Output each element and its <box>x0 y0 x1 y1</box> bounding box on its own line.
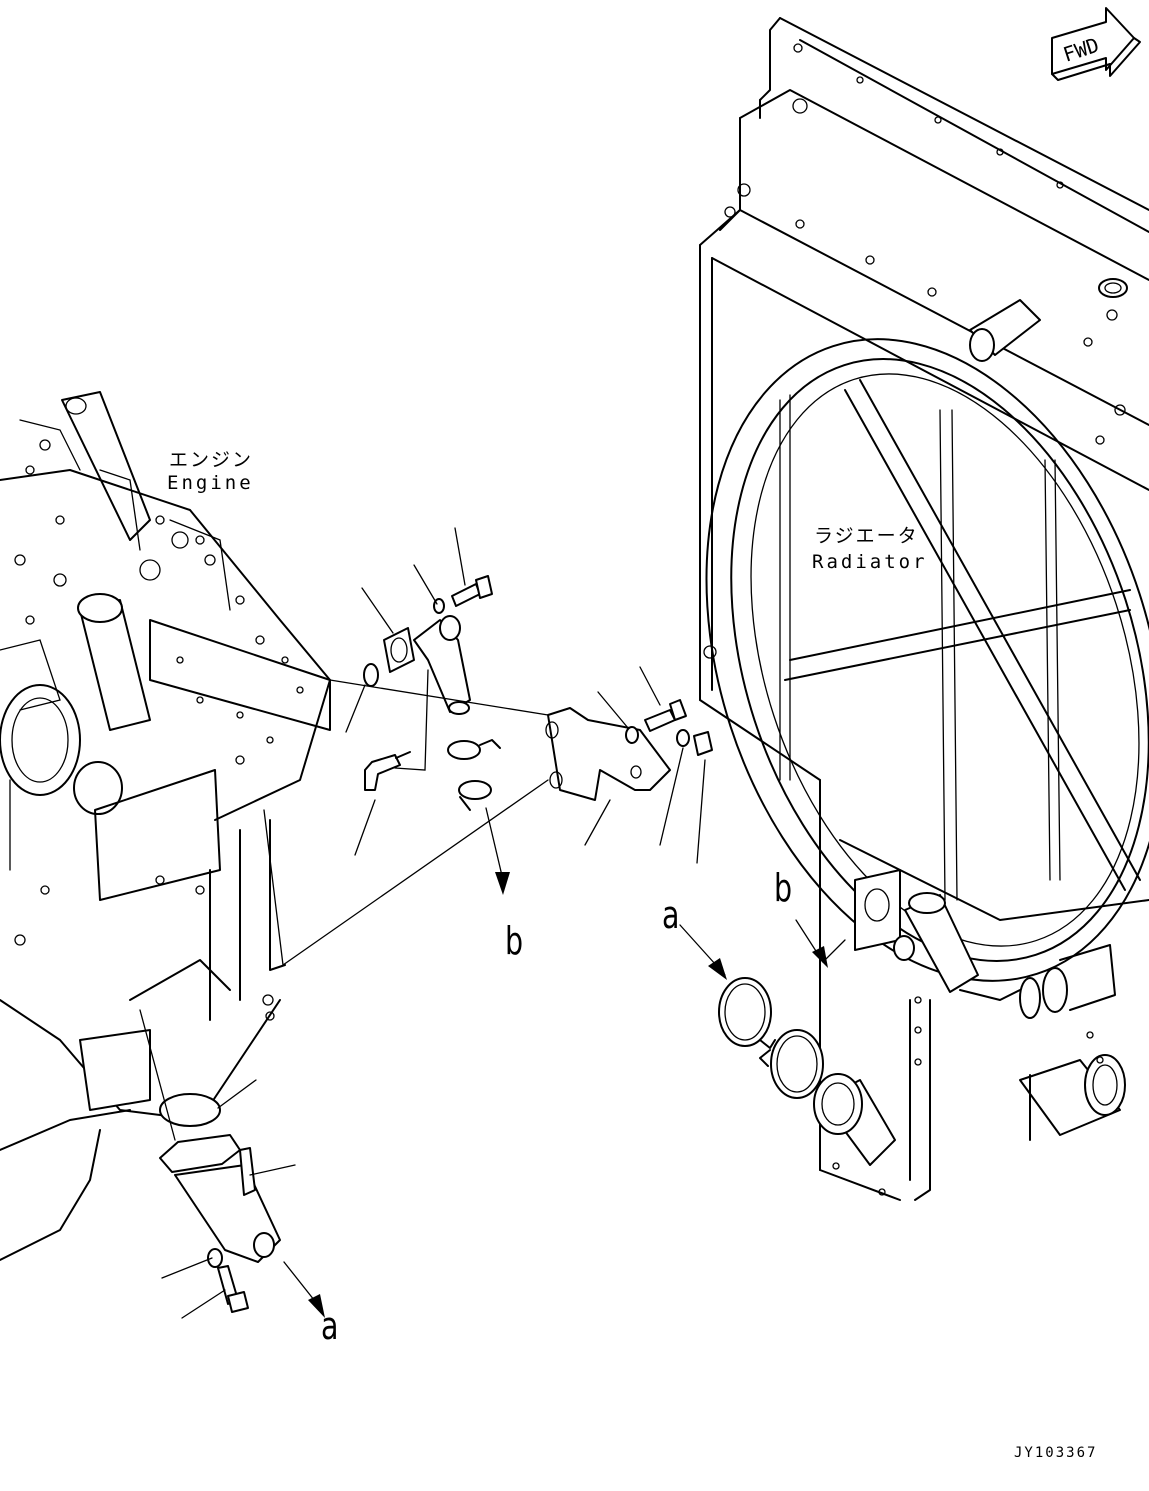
connection-letter-a: a <box>662 893 680 937</box>
engine-block <box>0 391 331 1261</box>
radiator-label-en: Radiator <box>812 551 928 573</box>
leader-lines <box>139 527 846 1319</box>
radiator-hose-clamps <box>718 977 824 1099</box>
drawing-code: JY103367 <box>1014 1445 1098 1461</box>
radiator-assembly <box>699 17 1149 1201</box>
gasket-lower <box>159 1093 221 1127</box>
water-pipe-parts <box>159 575 713 1313</box>
connection-letter-b: b <box>505 919 524 963</box>
radiator-label-jp: ラジエータ <box>814 525 919 547</box>
connection-letter-b-radiator: b <box>774 866 793 910</box>
gasket <box>363 663 379 687</box>
engine-label-en: Engine <box>167 472 254 494</box>
fwd-arrow-icon: FWD <box>1051 7 1141 81</box>
connection-letter-a-engine: a <box>321 1304 339 1348</box>
engine-label-jp: エンジン <box>169 449 254 471</box>
